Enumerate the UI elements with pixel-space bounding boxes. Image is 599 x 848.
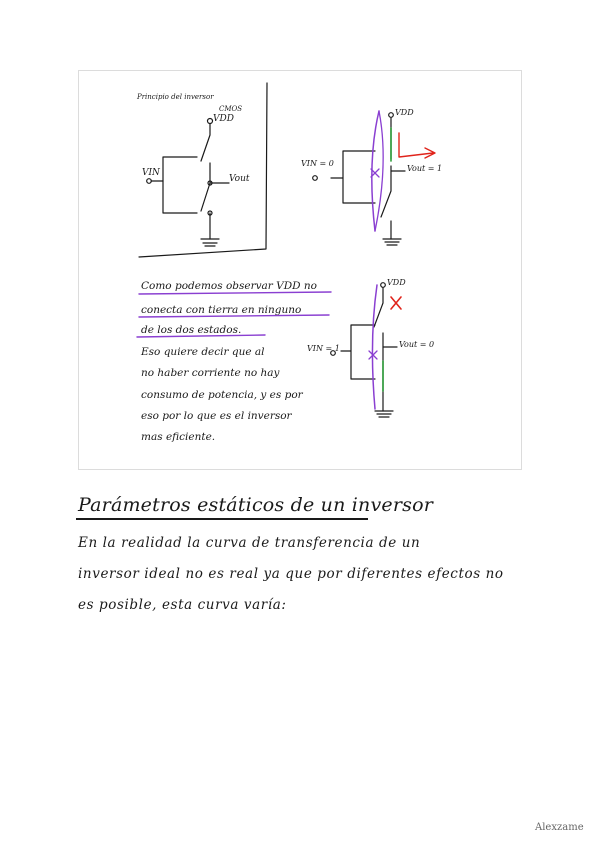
purple-underline [136, 291, 332, 338]
explanation-text: Como podemos observar VDD no conecta con… [140, 280, 317, 443]
section-title: Parámetros estáticos de un inversor [78, 494, 434, 516]
handwritten-figure-panel: Principio del inversor CMOS VDD Vout VIN… [78, 70, 522, 470]
left-title-line-2: CMOS [219, 105, 242, 113]
explanation-line: Como podemos observar VDD no [141, 280, 317, 292]
watermark: Alexzame [535, 822, 584, 833]
explanation-line: Eso quiere decir que al [140, 346, 265, 358]
section-title-underline [76, 518, 368, 520]
explanation-line: no haber corriente no hay [141, 367, 281, 379]
cmos-inverter-sketch: Principio del inversor CMOS VDD Vout VIN… [136, 82, 442, 443]
paragraph-line: En la realidad la curva de transferencia… [78, 535, 421, 551]
paragraph-line: es posible, esta curva varía: [78, 597, 287, 613]
left-title-line-1: Principio del inversor [136, 93, 214, 101]
left-panel-divider [138, 82, 268, 258]
bottom-right-vout-label: Vout = 0 [399, 340, 434, 349]
left-vin-label: VIN [142, 168, 161, 178]
explanation-line: de los dos estados. [141, 324, 241, 336]
left-inverter-circuit: VDD Vout VIN [142, 114, 250, 247]
top-right-vin-label: VIN = 0 [301, 159, 334, 168]
left-vdd-label: VDD [213, 114, 234, 124]
bottom-right-vin-label: VIN = 1 [307, 344, 340, 353]
bottom-right-circuit: VDD VIN = 1 Vout = 0 [307, 278, 434, 418]
top-right-vout-label: Vout = 1 [407, 164, 442, 173]
bottom-right-vdd-label: VDD [387, 278, 406, 287]
top-right-circuit: VDD VIN = 0 Vout = 1 [301, 108, 442, 246]
explanation-line: consumo de potencia, y es por [141, 389, 304, 401]
explanation-line: conecta con tierra en ninguno [141, 304, 301, 316]
top-right-vdd-label: VDD [395, 108, 414, 117]
paragraph-line: inversor ideal no es real ya que por dif… [78, 566, 504, 582]
explanation-line: eso por lo que es el inversor [141, 410, 293, 422]
explanation-line: mas eficiente. [141, 431, 215, 443]
left-vout-label: Vout [229, 174, 250, 184]
